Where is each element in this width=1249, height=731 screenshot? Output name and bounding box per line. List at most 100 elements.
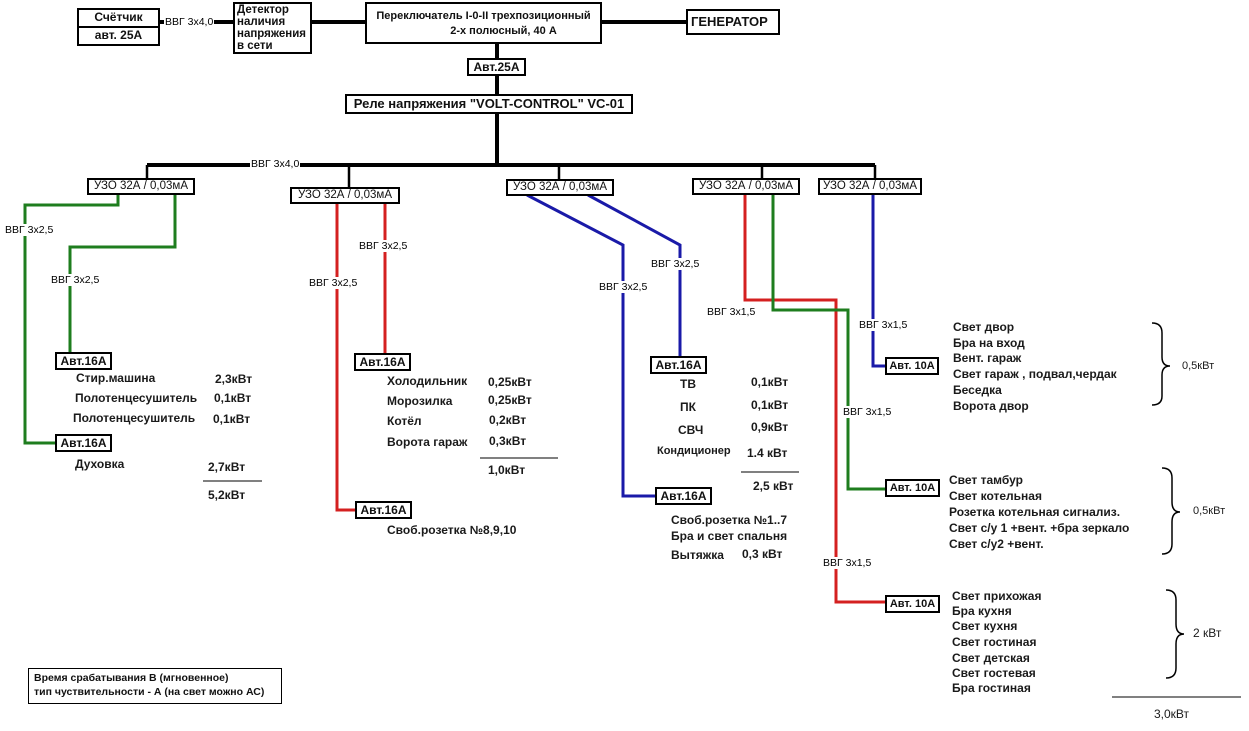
group1-total: 5,2кВт: [208, 488, 246, 502]
light-item: Свет котельная: [949, 489, 1042, 503]
load-power: 0,3 кВт: [742, 547, 783, 561]
load-name: Котёл: [387, 414, 422, 428]
rcd-1: УЗО 32А / 0,03мА: [87, 178, 195, 195]
meter-box: Счётчик авт. 25А: [77, 8, 160, 46]
grand-total: 3,0кВт: [1154, 707, 1190, 721]
group3-wires: [526, 193, 682, 498]
load-power: 0,9кВт: [751, 420, 789, 434]
group3-breaker-b: Авт.16А: [655, 487, 712, 505]
meter-cable-label: ВВГ 3х4,0: [164, 16, 215, 28]
group4-green-wire: [771, 194, 885, 491]
group4-cable-c: ВВГ 3х1,5: [822, 557, 873, 569]
light-item: Свет с/у2 +вент.: [949, 537, 1044, 551]
detector-line: напряжения: [237, 28, 306, 40]
group4-power-a: 0,5кВт: [1193, 505, 1226, 517]
light-item: Свет двор: [953, 320, 1015, 334]
group2-breaker-b: Авт.16А: [355, 501, 412, 519]
voltage-relay-box: Реле напряжения "VOLT-CONTROL" VC-01: [345, 94, 633, 114]
light-item: Беседка: [953, 383, 1002, 397]
light-item: Свет гостевая: [952, 666, 1036, 680]
light-item: Свет гостиная: [952, 635, 1037, 649]
group1-cable-a: ВВГ 3х2,5: [4, 224, 55, 236]
load-name: Ворота гараж: [387, 435, 468, 449]
load-power: 2,3кВт: [215, 372, 253, 386]
load-power: 1.4 кВт: [747, 446, 788, 460]
note-line: Время срабатывания В (мгновенное): [34, 672, 229, 684]
group2-breaker-a: Авт.16А: [354, 353, 411, 371]
group2-cable-b: ВВГ 3х2,5: [358, 240, 409, 252]
voltage-detector-box: Детектор наличия напряжения в сети: [233, 2, 312, 54]
note-line: тип чуствительности - А (на свет можно А…: [34, 686, 265, 698]
load-name: Холодильник: [387, 374, 468, 388]
load-name: Бра и свет спальня: [671, 529, 788, 543]
load-power: 0,1кВт: [213, 412, 251, 426]
load-power: 0,1кВт: [214, 391, 252, 405]
group3-cable-b: ВВГ 3х2,5: [650, 258, 701, 270]
light-item: Бра кухня: [952, 604, 1012, 618]
group4-power-b: 2 кВт: [1193, 626, 1222, 640]
load-name: ТВ: [680, 377, 696, 391]
main-breaker-box: Авт.25А: [467, 58, 526, 76]
load-name: Духовка: [75, 457, 125, 471]
group1-cable-b: ВВГ 3х2,5: [50, 274, 101, 286]
detector-line: Детектор: [237, 4, 289, 16]
group3-breaker-a: Авт.16А: [650, 356, 707, 374]
rcd-4: УЗО 32А / 0,03мА: [692, 178, 800, 195]
meter-breaker: авт. 25А: [94, 28, 143, 42]
group3-cable-a: ВВГ 3х2,5: [598, 281, 649, 293]
light-item: Бра на вход: [953, 336, 1025, 350]
light-item: Свет прихожая: [952, 589, 1042, 603]
load-name: ПК: [680, 400, 696, 414]
total-lines: [203, 457, 1241, 698]
load-name: Вытяжка: [671, 548, 724, 562]
load-name: Полотенцесушитель: [75, 391, 198, 405]
group4-breaker-b: Авт. 10А: [885, 595, 940, 613]
rcd-drops: [145, 165, 877, 187]
settings-note: Время срабатывания В (мгновенное) тип чу…: [28, 668, 282, 704]
group3-total: 2,5 кВт: [753, 479, 794, 493]
load-power: 0,1кВт: [751, 375, 789, 389]
generator-box: ГЕНЕРАТОР: [686, 9, 780, 35]
load-name: Полотенцесушитель: [73, 411, 196, 425]
group5-cable: ВВГ 3х1,5: [858, 319, 909, 331]
group1-breaker-a: Авт.16А: [55, 352, 112, 370]
group4-cable-b: ВВГ 3х1,5: [842, 406, 893, 418]
group4-red-wire: [743, 194, 885, 604]
group2-wires: [335, 203, 387, 512]
light-item: Ворота двор: [953, 399, 1029, 413]
switch-line1: Переключатель I-0-II трехпозиционный: [376, 10, 591, 22]
bus-cable-label: ВВГ 3х4,0: [250, 158, 301, 170]
light-item: Вент. гараж: [953, 351, 1022, 365]
load-power: 0,25кВт: [488, 393, 532, 407]
rcd-3: УЗО 32А / 0,03мА: [506, 179, 614, 196]
light-item: Свет кухня: [952, 619, 1018, 633]
switch-line2: 2-х полюсный, 40 А: [450, 25, 557, 37]
load-power: 0,3кВт: [489, 434, 527, 448]
group1-wires: [23, 194, 177, 445]
group5-power: 0,5кВт: [1182, 360, 1215, 372]
load-power: 0,2кВт: [489, 413, 527, 427]
load-power: 0,25кВт: [488, 375, 532, 389]
light-item: Свет с/у 1 +вент. +бра зеркало: [949, 521, 1130, 535]
meter-title: Счётчик: [79, 10, 158, 28]
light-item: Свет тамбур: [949, 473, 1023, 487]
group2-cable-a: ВВГ 3х2,5: [308, 277, 359, 289]
load-name: Кондиционер: [657, 445, 731, 457]
group4-breaker-a: Авт. 10А: [885, 479, 940, 497]
group1-breaker-b: Авт.16А: [55, 434, 112, 452]
load-power: 0,1кВт: [751, 398, 789, 412]
group-braces: [1151, 322, 1185, 679]
load-power: 2,7кВт: [208, 460, 246, 474]
rcd-2: УЗО 32А / 0,03мА: [290, 187, 400, 204]
light-item: Свет детская: [952, 651, 1030, 665]
light-item: Бра гостиная: [952, 681, 1031, 695]
load-name: Стир.машина: [76, 371, 156, 385]
detector-line: в сети: [237, 40, 273, 52]
group5-breaker: Авт. 10А: [885, 357, 939, 375]
group4-cable-a: ВВГ 3х1,5: [706, 306, 757, 318]
load-name: Своб.розетка №1..7: [671, 513, 788, 527]
load-name: Своб.розетка №8,9,10: [387, 523, 517, 537]
load-name: СВЧ: [678, 423, 704, 437]
rcd-5: УЗО 32А / 0,03мА: [818, 178, 922, 195]
